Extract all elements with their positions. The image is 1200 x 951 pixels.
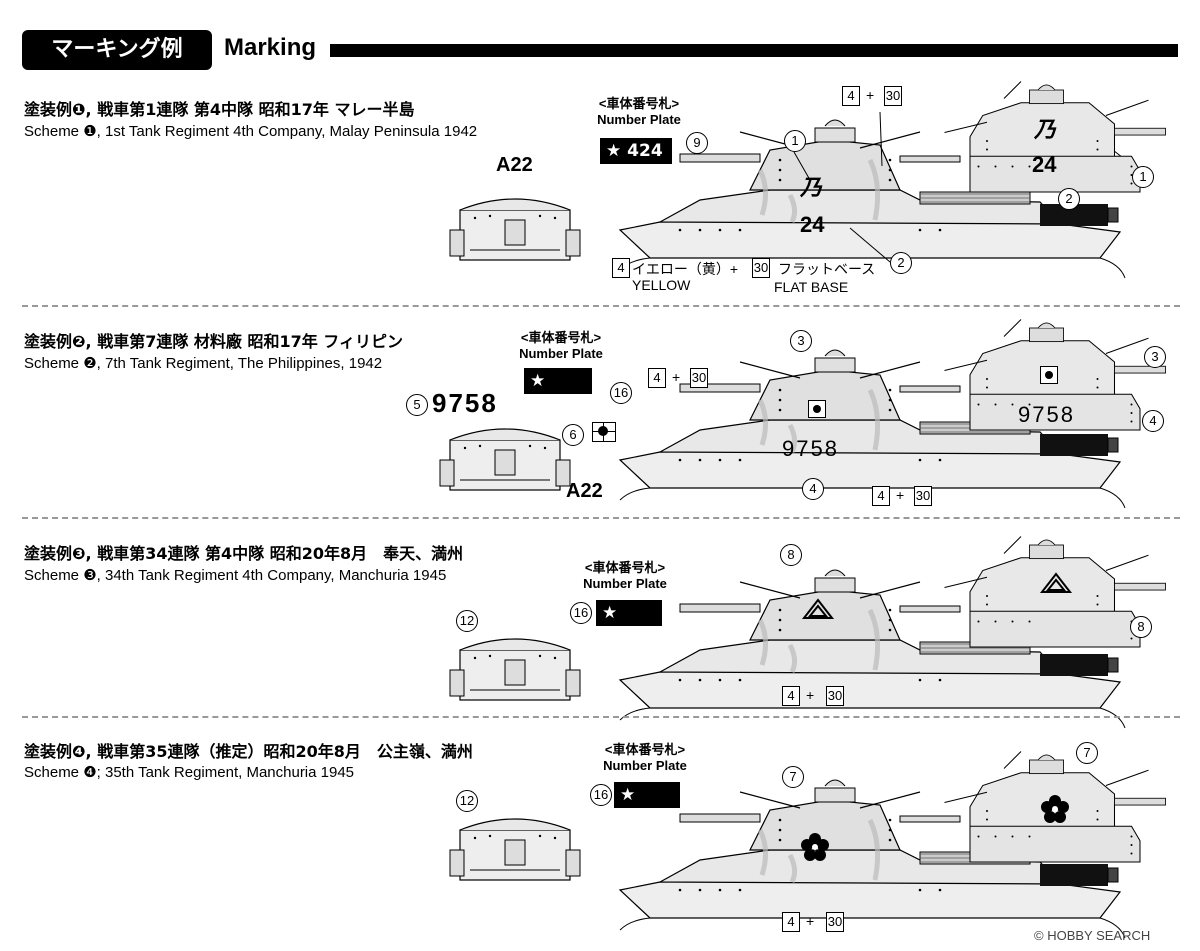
nplate-label-en: Number Plate — [597, 112, 681, 127]
decal-ref-7: 7 — [782, 766, 804, 788]
decal-ref-4: 4 — [802, 478, 824, 500]
roundel-turret — [1040, 366, 1058, 384]
scheme-4-nplate-label: <車体番号札> Number Plate — [590, 742, 700, 774]
decal-ref-8: 8 — [780, 544, 802, 566]
decal-ref-4b: 4 — [1142, 410, 1164, 432]
paint-ref-4: 4 — [782, 912, 800, 932]
decal-ref-12: 12 — [456, 790, 478, 812]
scheme-2-nplate-label: <車体番号札> Number Plate — [506, 330, 616, 362]
scheme-2-subtitle: Scheme ❷, 7th Tank Regiment, The Philipp… — [24, 355, 383, 372]
paint-ref-4b: 4 — [872, 486, 890, 506]
scheme-3-nplate-label: <車体番号札> Number Plate — [570, 560, 680, 592]
nplate-label-jp: <車体番号札> — [604, 742, 686, 757]
nplate-label-jp: <車体番号札> — [584, 560, 666, 575]
scheme-1-hull-number: 24 — [800, 212, 825, 237]
paint-ref-4a: 4 — [648, 368, 666, 388]
paint-ref-30a: 30 — [690, 368, 708, 388]
scheme-1-turret-number: 24 — [1032, 152, 1057, 177]
scheme-1-front-label: A22 — [496, 154, 533, 176]
paint-ref-30: 30 — [826, 686, 844, 706]
paint-ref-4-top: 4 — [842, 86, 860, 106]
paint-ref-30-top: 30 — [884, 86, 902, 106]
scheme-3-subtitle: Scheme ❸, 34th Tank Regiment 4th Company… — [24, 567, 447, 584]
decal-ref-8b: 8 — [1130, 616, 1152, 638]
flower-insignia-turret — [1041, 795, 1069, 823]
scheme-4-subtitle: Scheme ❹; 35th Tank Regiment, Manchuria … — [24, 764, 355, 781]
roundel-side — [808, 400, 826, 418]
unit-insignia-side — [801, 598, 835, 619]
scheme-1-turret-kanji: 乃 — [1034, 117, 1057, 142]
plus-sign: + — [896, 487, 905, 503]
scheme-2-rear-view — [439, 428, 571, 491]
plus-sign: + — [806, 687, 815, 703]
scheme-2-turret-number: 9758 — [1018, 402, 1075, 427]
decal-ref-3: 3 — [790, 330, 812, 352]
scheme-3-number-plate: ★ — [596, 600, 662, 626]
decal-ref-16: 16 — [570, 602, 592, 624]
scheme-3-rear-view — [449, 638, 581, 701]
flower-insignia-side — [801, 833, 829, 861]
decal-ref-7b: 7 — [1076, 742, 1098, 764]
paint-ref-30: 30 — [826, 912, 844, 932]
paint-ref-4: 4 — [612, 258, 630, 278]
nplate-label-en: Number Plate — [583, 576, 667, 591]
scheme-1-number-plate: ★ 424 — [600, 138, 672, 164]
scheme-3-turret-view — [943, 535, 1167, 648]
section-title-jp: マーキング例 — [22, 30, 212, 70]
decal-ref-12: 12 — [456, 610, 478, 632]
scheme-1-kanji-marking: 乃 — [800, 175, 823, 200]
unit-insignia-turret — [1039, 572, 1073, 593]
decal-ref-1b: 1 — [1132, 166, 1154, 188]
scheme-divider-3 — [22, 716, 1180, 718]
scheme-2-plate-large: 9758 — [432, 388, 498, 418]
scheme-1-nplate-label: <車体番号札> Number Plate — [584, 96, 694, 128]
plus-sign: + — [866, 87, 875, 103]
watermark: © HOBBY SEARCH — [1034, 928, 1151, 943]
decal-ref-16: 16 — [590, 784, 612, 806]
scheme-4-title: 塗装例❹, 戦車第35連隊（推定）昭和20年8月 公主嶺、満州 — [24, 742, 473, 761]
plus-sign: + — [806, 913, 815, 929]
scheme-2-front-label: A22 — [566, 480, 603, 502]
decal-ref-2b: 2 — [1058, 188, 1080, 210]
scheme-2-title: 塗装例❷, 戦車第7連隊 材料廠 昭和17年 フィリピン — [24, 332, 403, 351]
paint-yellow-jp: イエロー（黄）+ — [632, 261, 739, 277]
decal-ref-1: 1 — [784, 130, 806, 152]
scheme-4-rear-view — [449, 818, 581, 881]
scheme-1-title: 塗装例❶, 戦車第1連隊 第4中隊 昭和17年 マレー半島 — [24, 100, 415, 119]
scheme-1-turret-view — [943, 80, 1167, 193]
scheme-divider-1 — [22, 305, 1180, 307]
nplate-label-en: Number Plate — [603, 758, 687, 773]
decal-ref-6: 6 — [562, 424, 584, 446]
nplate-label-jp: <車体番号札> — [520, 330, 602, 345]
scheme-3-title: 塗装例❸, 戦車第34連隊 第4中隊 昭和20年8月 奉天、満州 — [24, 544, 464, 563]
scheme-divider-2 — [22, 517, 1180, 519]
roundel-insignia — [592, 422, 616, 442]
header-rule — [330, 44, 1178, 57]
paint-flatbase-jp: フラットベース — [778, 261, 876, 277]
plus-sign: + — [672, 369, 681, 385]
nplate-label-jp: <車体番号札> — [598, 96, 680, 111]
nplate-label-en: Number Plate — [519, 346, 603, 361]
decal-ref-5: 5 — [406, 394, 428, 416]
scheme-1-subtitle: Scheme ❶, 1st Tank Regiment 4th Company,… — [24, 123, 478, 140]
paint-yellow-en: YELLOW — [632, 277, 691, 293]
decal-ref-2: 2 — [890, 252, 912, 274]
decal-ref-3b: 3 — [1144, 346, 1166, 368]
paint-ref-4: 4 — [782, 686, 800, 706]
paint-ref-30b: 30 — [914, 486, 932, 506]
decal-ref-16: 16 — [610, 382, 632, 404]
paint-ref-30: 30 — [752, 258, 770, 278]
paint-flatbase-en: FLAT BASE — [774, 279, 849, 295]
scheme-2-number-plate: ★ — [524, 368, 592, 394]
section-title-en: Marking — [224, 34, 317, 61]
scheme-4-number-plate: ★ — [614, 782, 680, 808]
scheme-2-hull-number: 9758 — [782, 436, 839, 461]
